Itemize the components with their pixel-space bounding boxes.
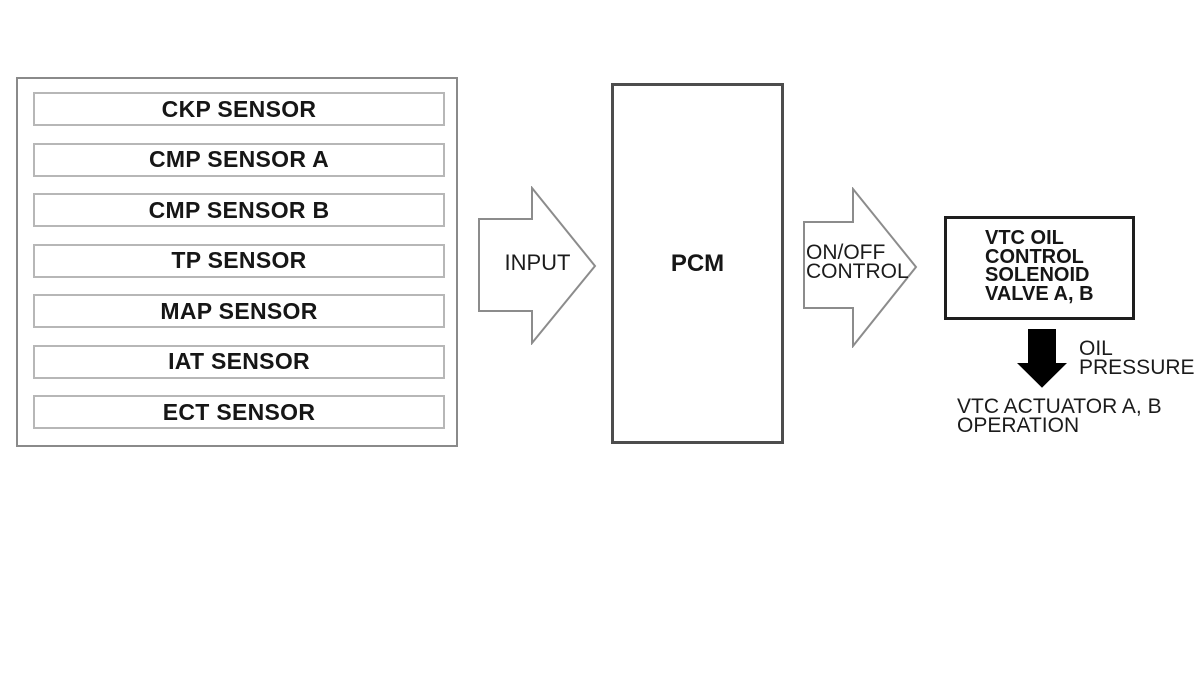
onoff-control-label: ON/OFF CONTROL xyxy=(806,241,909,283)
oil-pressure-label-line2: PRESSURE xyxy=(1079,355,1195,379)
vtc-valve-label-line1: VTC OIL xyxy=(985,227,1064,249)
oil-pressure-down-arrow-icon xyxy=(1017,329,1067,388)
sensor-label-cmp-a: CMP SENSOR A xyxy=(149,146,329,172)
vtc-valve-label-line3: SOLENOID xyxy=(985,264,1090,286)
onoff-control-arrow-icon xyxy=(803,187,918,348)
sensor-label-ckp: CKP SENSOR xyxy=(161,95,317,122)
sensor-label-map: MAP SENSOR xyxy=(160,297,318,324)
sensor-label-ect: ECT SENSOR xyxy=(162,398,316,425)
vtc-valve-label-line2: CONTROL xyxy=(985,245,1084,268)
input-arrow-icon xyxy=(478,186,597,345)
oil-pressure-label-line1: OIL xyxy=(1079,337,1113,360)
sensor-label-cmp-b: CMP SENSOR B xyxy=(148,196,330,223)
sensor-label-tp: TP SENSOR xyxy=(171,247,307,273)
vtc-actuator-label-line1: VTC ACTUATOR A, B xyxy=(957,395,1162,418)
sensor-box-iat: IAT SENSOR xyxy=(33,344,445,379)
sensor-box-map: MAP SENSOR xyxy=(33,294,445,328)
pcm-box: PCM xyxy=(611,83,784,444)
sensor-box-ckp: CKP SENSOR xyxy=(33,92,445,126)
onoff-control-label-line2: CONTROL xyxy=(806,259,909,283)
vtc-valve-label-line4: VALVE A, B xyxy=(985,282,1094,305)
sensor-box-ect: ECT SENSOR xyxy=(33,395,445,429)
sensor-group-box: CKP SENSOR CMP SENSOR A CMP SENSOR B TP … xyxy=(16,77,458,447)
sensor-box-cmp-b: CMP SENSOR B xyxy=(33,193,445,227)
sensor-box-cmp-a: CMP SENSOR A xyxy=(33,142,445,177)
pcm-label: PCM xyxy=(670,249,725,277)
input-arrow-label: INPUT xyxy=(504,250,571,275)
vtc-valve-box: VTC OIL CONTROL SOLENOID VALVE A, B xyxy=(944,216,1135,320)
vtc-actuator-label: VTC ACTUATOR A, B OPERATION xyxy=(957,395,1162,437)
oil-pressure-label: OIL PRESSURE xyxy=(1079,337,1195,379)
onoff-control-label-line1: ON/OFF xyxy=(806,241,886,264)
sensor-label-iat: IAT SENSOR xyxy=(168,348,310,374)
sensor-box-tp: TP SENSOR xyxy=(33,243,445,278)
vtc-actuator-label-line2: OPERATION xyxy=(957,413,1080,437)
